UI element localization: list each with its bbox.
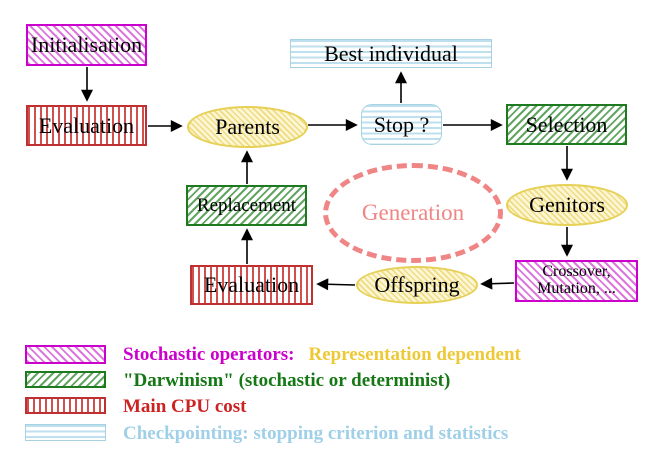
node-offspring: Offspring [356,266,478,304]
node-selection-label: Selection [525,111,608,137]
node-replacement-label: Replacement [196,194,297,216]
legend-swatch-main-cpu-cost [25,397,106,414]
node-stop-label: Stop ? [373,111,430,137]
node-genitors: Genitors [506,184,628,226]
generation-label: Generation [361,200,465,225]
node-crossover-label-line2: Mutation, ... [537,280,616,297]
node-genitors-label: Genitors [529,192,605,218]
node-evaluation-bottom-label: Evaluation [203,272,300,298]
legend-label-stochastic-operators: Stochastic operators: Representation depe… [123,344,521,366]
node-evaluation-top-label: Evaluation [38,112,135,138]
node-initialisation: Initialisation [26,24,147,66]
legend-label-checkpointing: Checkpointing: stopping criterion and st… [123,423,509,444]
node-evaluation-bottom: Evaluation [190,265,313,305]
node-initialisation-label: Initialisation [30,32,143,58]
node-parents-label: Parents [215,114,280,140]
generation-loop-ellipse: Generation [323,163,503,263]
legend-swatch-checkpointing [25,424,106,441]
node-best-individual-label: Best individual [324,40,458,66]
legend-swatch-stochastic-operators [25,345,106,364]
arrow-crossover-to-offspring [480,277,515,290]
node-offspring-label: Offspring [374,272,460,298]
legend-swatch-darwinism [25,371,106,388]
node-crossover-mutation: Crossover, Mutation, ... [515,260,638,302]
node-evaluation-top: Evaluation [26,105,147,146]
node-stop: Stop ? [361,104,442,145]
legend-label-main-cpu-cost: Main CPU cost [123,396,247,417]
legend-segment-stochastic: Stochastic operators: [123,344,295,365]
node-parents: Parents [187,106,308,148]
node-replacement: Replacement [186,185,307,226]
node-crossover-label-line1: Crossover, [542,263,611,281]
legend-label-darwinism: "Darwinism" (stochastic or determinist) [123,370,451,391]
node-selection: Selection [506,104,627,145]
node-best-individual: Best individual [290,39,492,68]
arrow-offspring-to-evaluation [316,278,356,291]
legend-segment-representation: Representation dependent [308,344,521,365]
